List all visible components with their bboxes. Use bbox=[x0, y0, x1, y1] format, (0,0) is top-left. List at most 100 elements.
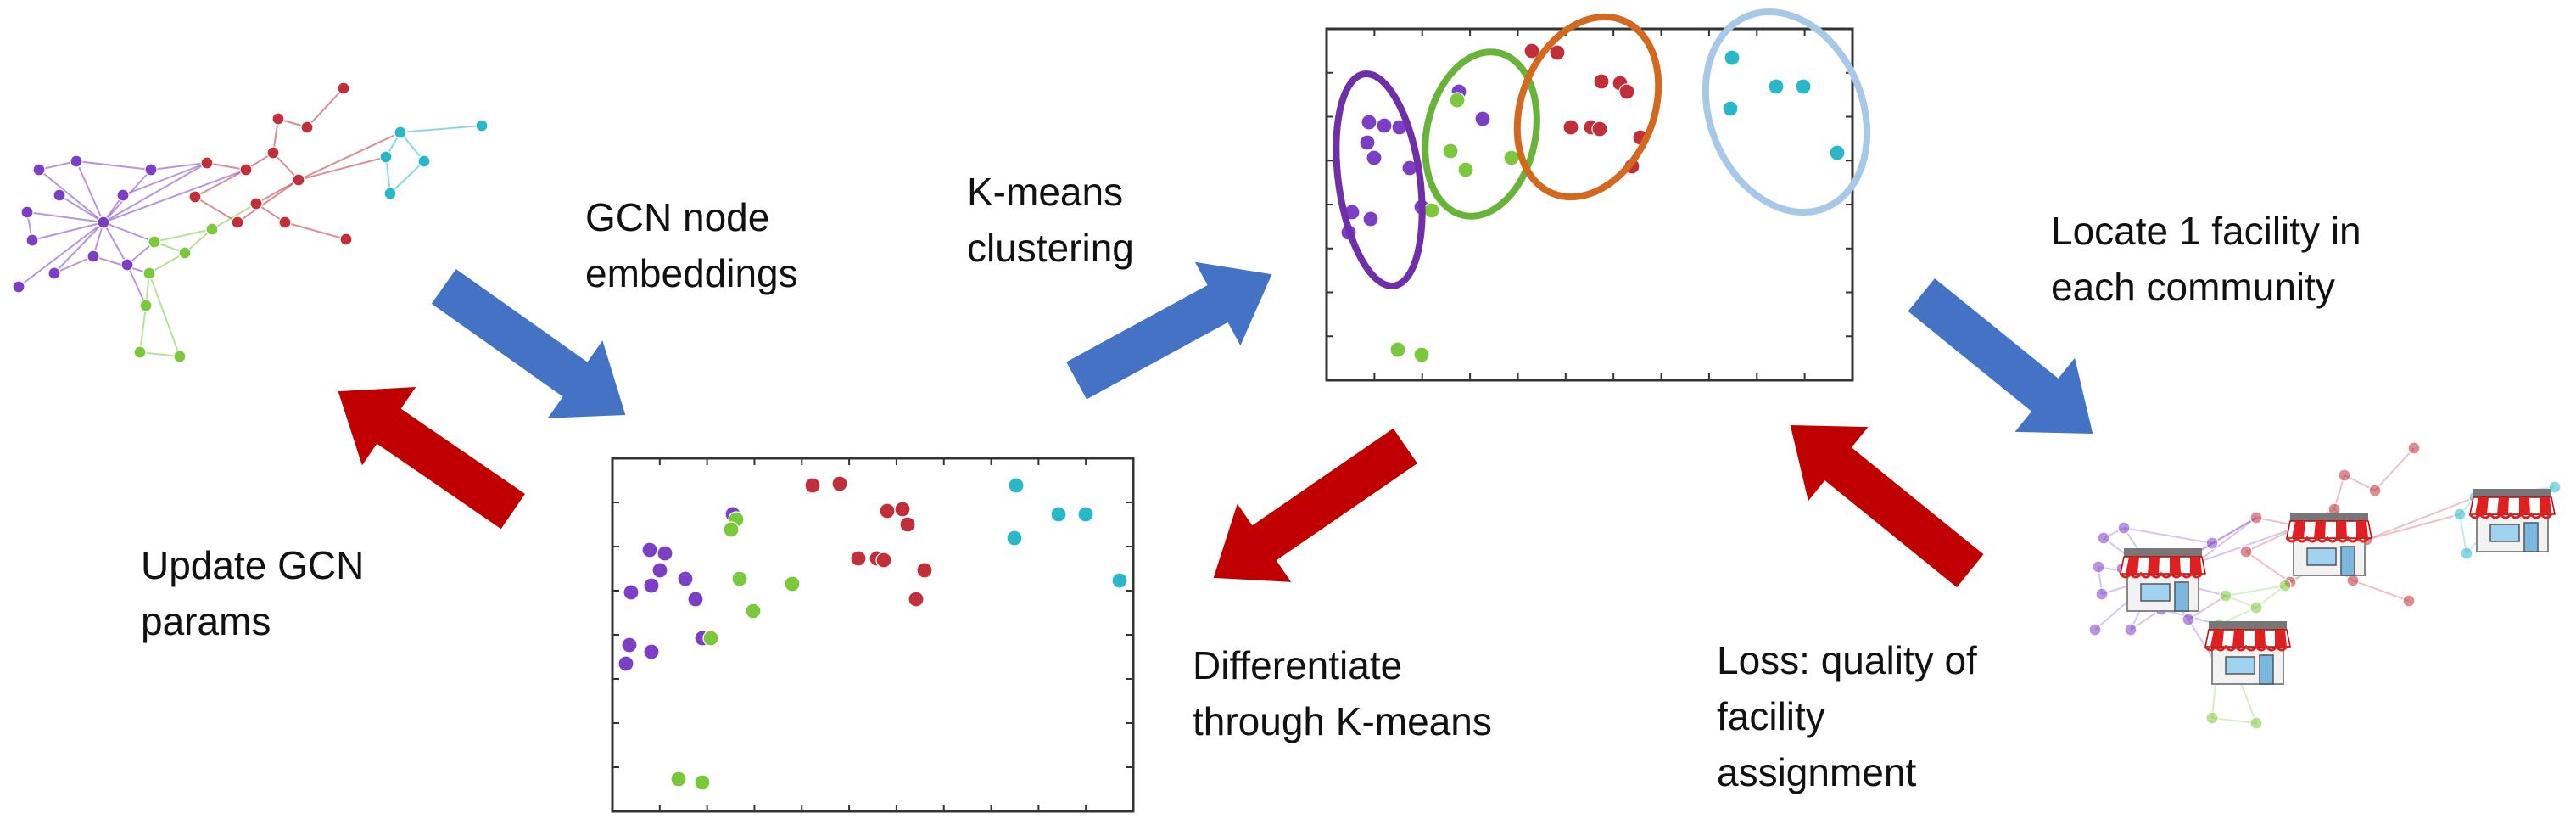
graph-edge bbox=[2188, 595, 2227, 620]
embedding-point bbox=[899, 516, 916, 533]
graph-node bbox=[87, 250, 100, 263]
graph-node bbox=[231, 216, 244, 229]
graph-node bbox=[239, 163, 253, 177]
embedding-point bbox=[1618, 83, 1635, 100]
graph-edge bbox=[148, 252, 186, 274]
graph-node bbox=[188, 190, 202, 204]
embedding-point bbox=[1593, 73, 1610, 90]
graph-edge bbox=[237, 179, 299, 223]
locate-facility-arrow bbox=[1908, 278, 2093, 435]
update-gcn-label: Update GCN params bbox=[141, 543, 375, 643]
embedding-point bbox=[1523, 42, 1540, 59]
graph-node bbox=[116, 188, 130, 202]
embedding-point bbox=[677, 570, 694, 587]
graph-node bbox=[12, 280, 25, 294]
graph-node bbox=[271, 112, 285, 126]
graph-node bbox=[20, 205, 34, 219]
embedding-point bbox=[1413, 346, 1430, 363]
graph-edge bbox=[148, 272, 181, 357]
graph-node bbox=[32, 163, 46, 177]
graph-edge bbox=[400, 125, 483, 133]
embedding-point bbox=[623, 584, 640, 601]
store-icon bbox=[2204, 620, 2292, 686]
graph-node bbox=[394, 126, 407, 139]
graph-node bbox=[25, 233, 39, 247]
graph-edge bbox=[284, 222, 347, 240]
graph-edge bbox=[18, 222, 104, 288]
graph-node bbox=[278, 216, 292, 229]
graph-node bbox=[2548, 480, 2562, 494]
graph-node bbox=[339, 233, 353, 246]
graph-edge bbox=[103, 162, 208, 223]
graph-edge bbox=[154, 228, 213, 243]
embedding-point bbox=[617, 655, 634, 672]
embedding-point bbox=[723, 521, 740, 538]
embedding-point bbox=[1829, 144, 1846, 161]
graph-edge bbox=[139, 305, 147, 353]
graph-node bbox=[2368, 484, 2382, 497]
graph-node bbox=[139, 299, 153, 312]
graph-edge bbox=[26, 211, 104, 223]
graph-node bbox=[475, 119, 489, 132]
locate-facility-label: Locate 1 facility in each community bbox=[2051, 209, 2372, 309]
embedding-point bbox=[643, 643, 660, 660]
graph-edge bbox=[306, 87, 344, 128]
graph-edge bbox=[2211, 717, 2257, 724]
embedding-point bbox=[1361, 114, 1377, 131]
graph-edge bbox=[139, 351, 181, 357]
graph-node bbox=[2205, 711, 2219, 725]
graph-node bbox=[2249, 511, 2263, 524]
embedding-point bbox=[1549, 44, 1566, 61]
graph-node bbox=[249, 197, 263, 210]
graph-edge bbox=[206, 162, 247, 171]
graph-node bbox=[2095, 587, 2109, 601]
embedding-point bbox=[1591, 121, 1608, 137]
graph-node bbox=[266, 146, 280, 160]
graph-node bbox=[2407, 441, 2421, 455]
embedding-point bbox=[1366, 149, 1383, 166]
gcn-embeddings-label: GCN node embeddings bbox=[585, 195, 798, 295]
graph-edge bbox=[2366, 513, 2461, 541]
graph-edge bbox=[298, 132, 401, 181]
graph-node bbox=[142, 266, 156, 280]
embedding-point bbox=[1376, 117, 1393, 134]
graph-node bbox=[47, 266, 61, 280]
graph-edge bbox=[31, 222, 104, 241]
graph-node bbox=[383, 187, 397, 200]
embedding-point bbox=[1362, 210, 1379, 227]
embedding-point bbox=[687, 591, 704, 608]
store-icon bbox=[2119, 547, 2207, 613]
graph-node bbox=[178, 246, 192, 260]
embedding-point bbox=[1077, 506, 1094, 523]
graph-edge bbox=[59, 194, 104, 223]
purple-cluster-ellipse bbox=[1333, 70, 1426, 289]
embedding-point bbox=[804, 477, 821, 494]
graph-edge bbox=[2245, 551, 2291, 583]
embedding-point bbox=[879, 502, 896, 519]
graph-node bbox=[97, 216, 110, 229]
graph-edge bbox=[103, 222, 155, 243]
embedding-point bbox=[1474, 110, 1491, 127]
embedding-point bbox=[1442, 143, 1459, 160]
graph-node bbox=[300, 121, 314, 134]
graph-node bbox=[148, 235, 161, 249]
graph-edge bbox=[150, 162, 208, 171]
embedding-point bbox=[643, 577, 660, 594]
kmeans-label: K-means clustering bbox=[967, 170, 1134, 270]
graph-edge bbox=[298, 156, 387, 181]
graph-edge bbox=[103, 169, 247, 223]
graph-node bbox=[70, 154, 83, 168]
embedding-point bbox=[670, 771, 687, 788]
graph-node bbox=[205, 222, 219, 236]
graph-node bbox=[173, 350, 187, 363]
graph-node bbox=[2249, 716, 2263, 730]
embedding-point bbox=[831, 475, 848, 492]
graph-node bbox=[337, 81, 350, 95]
graph-node bbox=[2249, 601, 2263, 614]
graph-edge bbox=[194, 169, 247, 198]
graph-node bbox=[120, 258, 134, 272]
graph-edge bbox=[38, 169, 104, 223]
graph-node bbox=[2097, 531, 2110, 545]
embedding-point bbox=[784, 575, 801, 592]
